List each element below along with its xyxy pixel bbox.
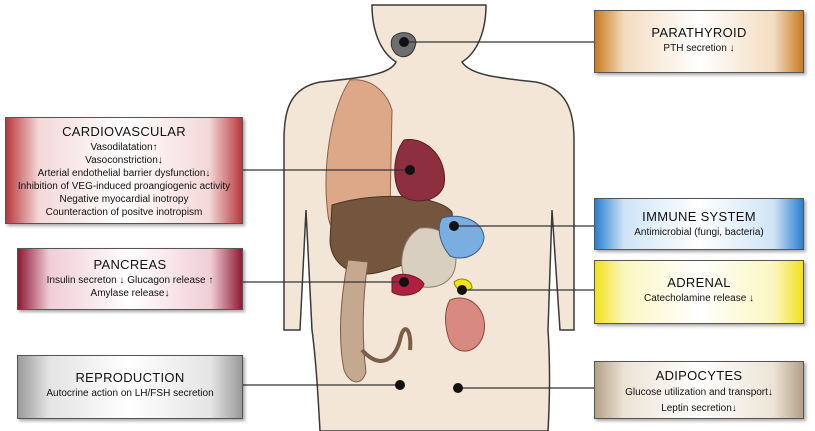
adrenal-title: ADRENAL xyxy=(595,275,803,290)
dot-adrenal xyxy=(457,285,467,295)
dot-adipocytes xyxy=(453,383,463,393)
dot-immune xyxy=(449,221,459,231)
adipocytes-line: Glucose utilization and transport↓ xyxy=(595,385,803,401)
cardiovascular-line: Vasoconstriction↓ xyxy=(6,154,242,167)
immune-system-box: IMMUNE SYSTEM Antimicrobial (fungi, bact… xyxy=(594,198,804,250)
reproduction-box: REPRODUCTION Autocrine action on LH/FSH … xyxy=(17,355,243,419)
parathyroid-title: PARATHYROID xyxy=(595,25,803,40)
dot-parathyroid xyxy=(399,37,409,47)
pancreas-line: Insulin secreton ↓ Glucagon release ↑ xyxy=(18,274,242,287)
reproduction-line: Autocrine action on LH/FSH secretion xyxy=(18,387,242,400)
adrenal-line: Catecholamine release ↓ xyxy=(595,292,803,305)
pancreas-title: PANCREAS xyxy=(18,257,242,272)
pancreas-line: Amylase release↓ xyxy=(18,287,242,300)
adrenal-box: ADRENAL Catecholamine release ↓ xyxy=(594,260,804,324)
pancreas-box: PANCREAS Insulin secreton ↓ Glucagon rel… xyxy=(17,248,243,310)
cardiovascular-line: Inhibition of VEG-induced proangiogenic … xyxy=(6,180,242,193)
adipocytes-box: ADIPOCYTES Glucose utilization and trans… xyxy=(594,361,804,419)
dot-cardiovascular xyxy=(405,165,415,175)
reproduction-title: REPRODUCTION xyxy=(18,370,242,385)
adipocytes-title: ADIPOCYTES xyxy=(595,368,803,383)
dot-pancreas xyxy=(399,277,409,287)
parathyroid-box: PARATHYROID PTH secretion ↓ xyxy=(594,10,804,73)
cardiovascular-line: Arterial endothelial barrier dysfunction… xyxy=(6,167,242,180)
immune-line: Antimicrobial (fungi, bacteria) xyxy=(595,226,803,239)
parathyroid-line: PTH secretion ↓ xyxy=(595,42,803,55)
adipocytes-line: Leptin secretion↓ xyxy=(595,401,803,417)
immune-title: IMMUNE SYSTEM xyxy=(595,209,803,224)
cardiovascular-line: Vasodilatation↑ xyxy=(6,141,242,154)
cardiovascular-title: CARDIOVASCULAR xyxy=(6,124,242,139)
cardiovascular-line: Counteraction of positve inotropism xyxy=(6,206,242,219)
dot-reproduction xyxy=(395,380,405,390)
cardiovascular-box: CARDIOVASCULAR Vasodilatation↑ Vasoconst… xyxy=(5,117,243,224)
cardiovascular-line: Negative myocardial inotropy xyxy=(6,193,242,206)
